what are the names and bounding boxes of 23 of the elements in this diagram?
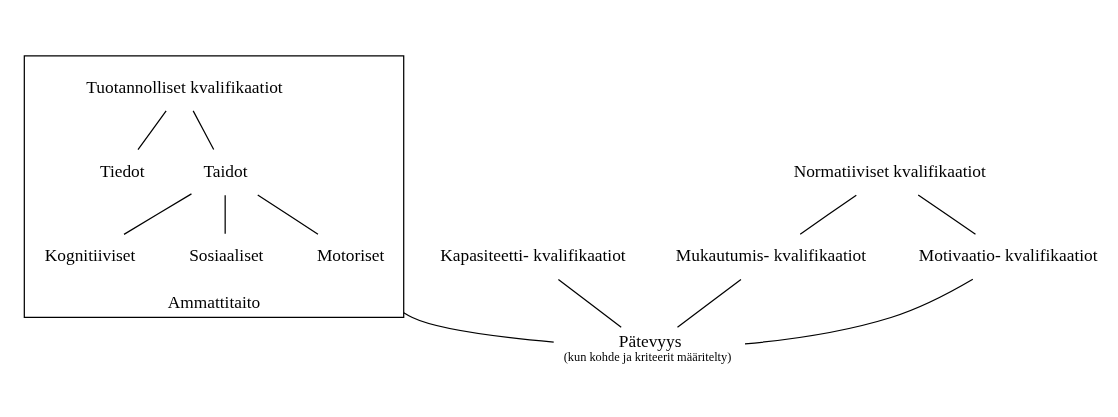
node-text: Tiedot (99, 161, 145, 181)
node-text: Motivaatio- kvalifikaatiot (918, 245, 1098, 265)
node-text: Mukautumis- kvalifikaatiot (675, 245, 867, 265)
connector (137, 109, 167, 150)
node-text: Kognitiiviset (44, 245, 136, 265)
connector (917, 193, 977, 235)
connector (744, 278, 974, 345)
node-label: (kun kohde ja kriteerit määritelty) (563, 349, 732, 364)
node-text: Sosiaaliset (189, 245, 264, 265)
connector (123, 192, 193, 235)
connector (676, 278, 742, 328)
node-text: Normatiiviset kvalifikaatiot (793, 161, 986, 181)
connector (224, 194, 226, 234)
node-text: Pätevyys (618, 331, 682, 351)
node-text: Tuotannolliset kvalifikaatiot (86, 77, 283, 97)
connector (799, 194, 857, 235)
connector (557, 278, 622, 328)
node-text: Taidot (203, 161, 248, 181)
node-text: Kapasiteetti- kvalifikaatiot (440, 245, 626, 265)
connector (403, 311, 555, 343)
connector (192, 109, 215, 150)
connector (257, 193, 319, 235)
node-text: Motoriset (316, 245, 385, 265)
